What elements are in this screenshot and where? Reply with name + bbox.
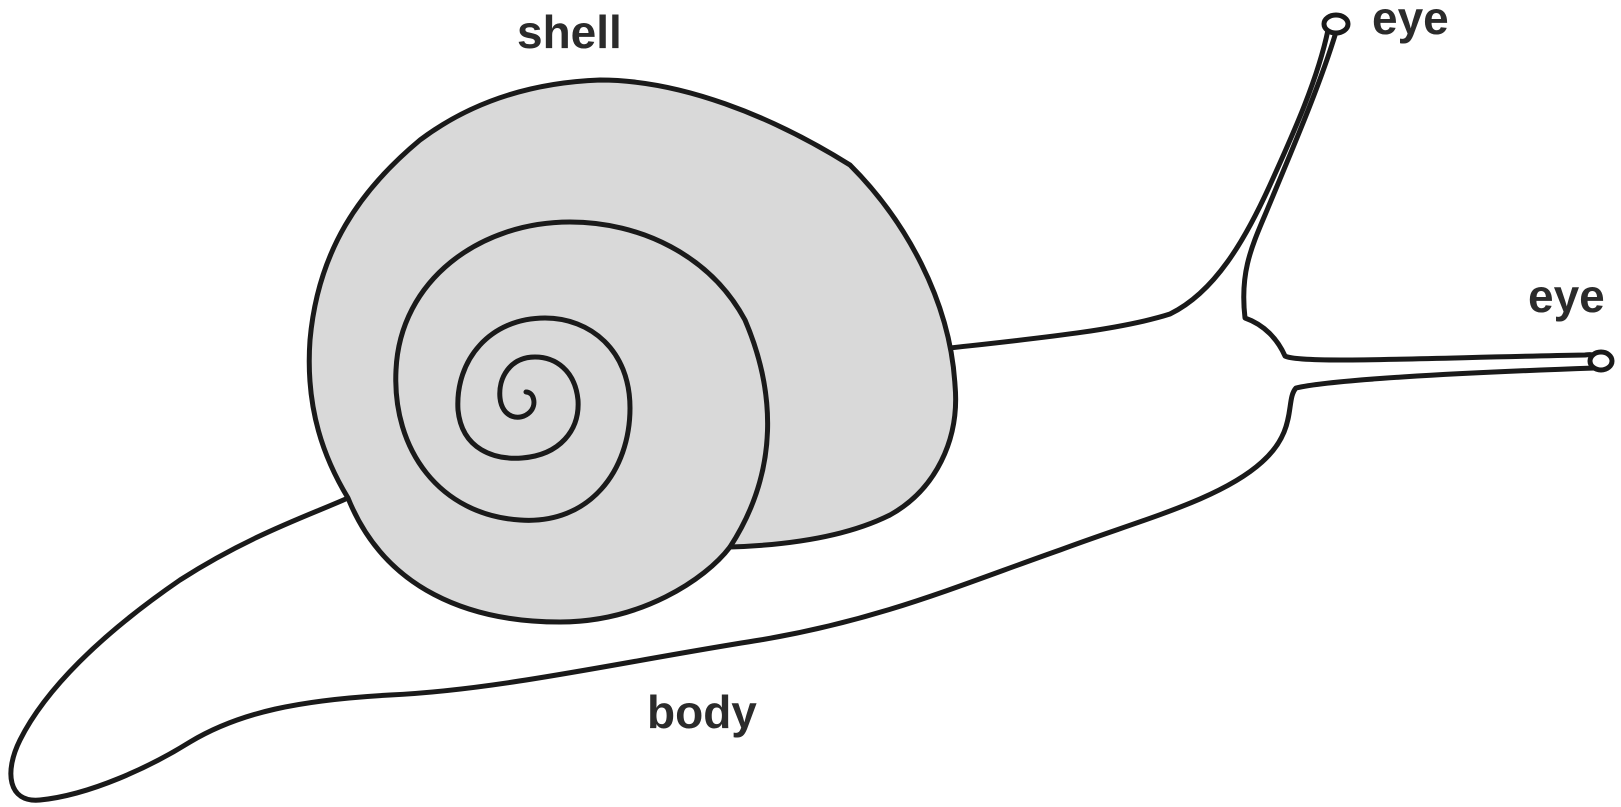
shell-label: shell bbox=[517, 6, 622, 58]
right-eye-bulb bbox=[1590, 352, 1612, 370]
top-eye-bulb bbox=[1324, 15, 1348, 33]
right-eye-label: eye bbox=[1528, 270, 1605, 322]
top-eye-label: eye bbox=[1372, 0, 1449, 44]
body-label: body bbox=[647, 686, 757, 738]
